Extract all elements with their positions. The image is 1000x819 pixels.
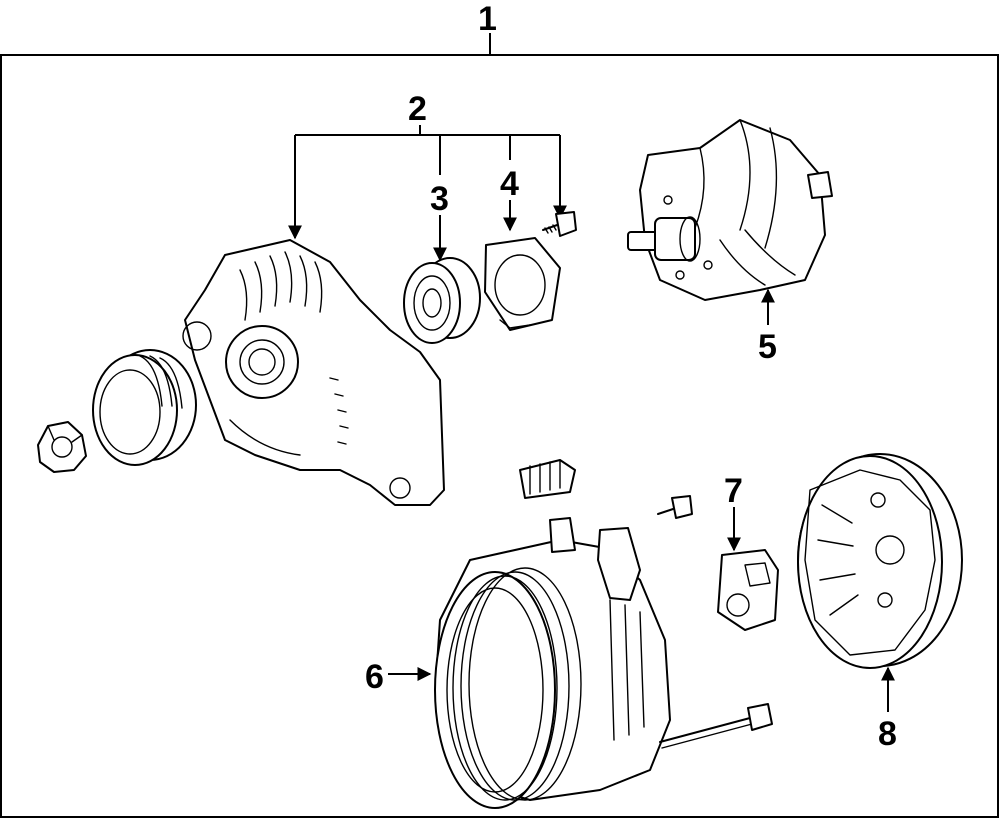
hex-nut-illustration xyxy=(37,421,87,473)
bearing-illustration xyxy=(403,257,481,344)
callout-7: 7 xyxy=(724,472,743,510)
brush-holder-illustration xyxy=(717,549,779,631)
assembly-frame xyxy=(0,54,999,818)
pulley-illustration xyxy=(92,349,197,466)
small-bolt-illustration xyxy=(657,495,693,519)
rear-cover-illustration xyxy=(797,453,963,669)
callout-8: 8 xyxy=(878,715,897,753)
callout-1: 1 xyxy=(478,0,497,38)
callout-4: 4 xyxy=(500,165,519,203)
screw-illustration xyxy=(542,211,577,237)
callout-3: 3 xyxy=(430,180,449,218)
leader-group-2 xyxy=(288,125,567,240)
callout-5: 5 xyxy=(758,328,777,366)
callout-2: 2 xyxy=(408,90,427,128)
long-bolt-illustration xyxy=(659,703,773,749)
callout-6: 6 xyxy=(365,658,384,696)
stator-housing-illustration xyxy=(434,517,671,809)
rotor-illustration xyxy=(627,119,833,301)
retainer-plate-illustration xyxy=(484,237,561,331)
drive-end-frame-illustration xyxy=(182,239,445,506)
connector-illustration xyxy=(519,459,576,499)
